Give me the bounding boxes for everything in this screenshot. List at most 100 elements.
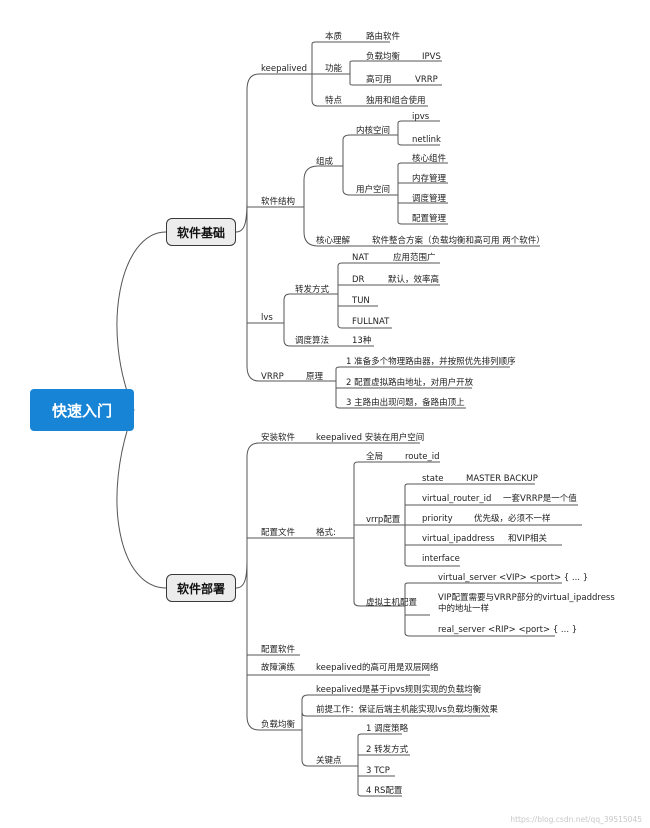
connector <box>303 165 343 207</box>
node-compose[interactable]: 组成 <box>316 157 334 167</box>
connector <box>235 442 420 589</box>
connector <box>116 409 167 589</box>
node-load-balance[interactable]: 负载均衡 <box>366 52 401 62</box>
connector <box>342 166 398 196</box>
node-interface[interactable]: interface <box>422 554 460 564</box>
node-ipvs[interactable]: ipvs <box>412 112 430 122</box>
connector <box>283 323 374 347</box>
node-vrrp-upper[interactable]: VRRP <box>415 75 438 85</box>
node-virtual-ipaddress[interactable]: virtual_ipaddress <box>422 534 495 544</box>
connector <box>349 74 442 86</box>
node-format[interactable]: 格式: <box>316 528 336 538</box>
node-lvs[interactable]: lvs <box>261 313 273 323</box>
node-fault-drill[interactable]: 故障演练 <box>261 663 296 673</box>
node-keypoint-1[interactable]: 1 调度策略 <box>366 724 409 734</box>
node-feature-value[interactable]: 独用和组合使用 <box>366 96 426 106</box>
connector <box>397 195 448 225</box>
node-keepalived[interactable]: keepalived <box>261 64 308 74</box>
connector <box>397 120 440 135</box>
node-state[interactable]: state <box>422 474 444 484</box>
node-vrrp-step-3[interactable]: 3 主路由出现问题，备路由顶上 <box>346 398 465 408</box>
node-keypoint-2[interactable]: 2 转发方式 <box>366 745 409 755</box>
connector <box>342 134 398 166</box>
node-fault-drill-value[interactable]: keepalived的高可用是双层网络 <box>316 663 439 673</box>
branch-software-basics[interactable]: 软件基础 <box>166 218 236 246</box>
node-nature-value[interactable]: 路由软件 <box>366 32 401 42</box>
node-high-availability[interactable]: 高可用 <box>366 75 392 85</box>
node-forward-mode[interactable]: 转发方式 <box>295 285 330 295</box>
node-principle[interactable]: 原理 <box>306 372 324 382</box>
connector <box>301 711 490 730</box>
node-lb-item-2[interactable]: 前提工作：保证后端主机能实现lvs负载均衡效果 <box>316 705 498 715</box>
connector <box>335 381 466 409</box>
connector <box>246 560 302 731</box>
node-nature[interactable]: 本质 <box>325 32 343 42</box>
node-nat[interactable]: NAT <box>352 253 369 263</box>
node-vrrp-config[interactable]: vrrp配置 <box>366 515 401 525</box>
connector <box>404 606 555 637</box>
connector <box>337 262 440 294</box>
node-core-value[interactable]: 软件整合方案（负载均衡和高可用 两个软件） <box>372 236 545 246</box>
connector <box>303 207 540 247</box>
node-software-structure[interactable]: 软件结构 <box>261 197 296 207</box>
node-core-component[interactable]: 核心组件 <box>412 154 447 164</box>
node-schedule-algo-value[interactable]: 13种 <box>352 336 372 346</box>
node-core-understanding[interactable]: 核心理解 <box>316 236 351 246</box>
node-schedule-algo[interactable]: 调度算法 <box>295 336 330 346</box>
node-user-space[interactable]: 用户空间 <box>356 185 391 195</box>
node-priority-value[interactable]: 优先级，必须不一样 <box>474 514 551 524</box>
connector <box>404 483 535 525</box>
node-kernel-space[interactable]: 内核空间 <box>356 126 391 136</box>
node-config-mgmt[interactable]: 配置管理 <box>412 214 447 224</box>
node-nat-value[interactable]: 应用范围广 <box>393 253 436 263</box>
branch-software-deployment[interactable]: 软件部署 <box>166 574 236 602</box>
node-vhost-config[interactable]: 虚拟主机配置 <box>366 598 418 608</box>
connector <box>235 73 312 233</box>
node-real-server[interactable]: real_server <RIP> <port> { ... } <box>438 625 578 635</box>
node-keypoint-3[interactable]: 3 TCP <box>366 766 390 776</box>
node-dr-value[interactable]: 默认，效率高 <box>388 275 440 285</box>
node-feature[interactable]: 特点 <box>325 96 343 106</box>
node-lb-item-1[interactable]: keepalived是基于ipvs规则实现的负载均衡 <box>316 685 482 695</box>
node-virtual-router-id-value[interactable]: 一套VRRP是一个值 <box>503 494 577 504</box>
connector <box>357 766 402 797</box>
node-vip-note[interactable]: VIP配置需要与VRRP部分的virtual_ipaddress中的地址一样 <box>438 593 615 614</box>
node-function[interactable]: 功能 <box>325 64 343 74</box>
node-vrrp-step-1[interactable]: 1 准备多个物理路由器，并按照优先排列顺序 <box>346 357 516 367</box>
node-route-id[interactable]: route_id <box>405 452 440 462</box>
connector <box>311 74 428 107</box>
watermark: https://blog.csdn.net/qq_39515045 <box>510 815 642 824</box>
node-priority[interactable]: priority <box>422 514 453 524</box>
node-fullnat[interactable]: FULLNAT <box>352 317 390 327</box>
node-memory-mgmt[interactable]: 内存管理 <box>412 174 447 184</box>
connector <box>301 694 472 730</box>
node-install-value[interactable]: keepalived 安装在用户空间 <box>316 433 425 443</box>
node-ipvs-upper[interactable]: IPVS <box>422 52 441 62</box>
node-virtual-ipaddress-value[interactable]: 和VIP相关 <box>508 534 547 544</box>
connector <box>404 582 562 606</box>
node-keypoint-4[interactable]: 4 RS配置 <box>366 786 403 796</box>
connector <box>337 294 392 329</box>
node-vrrp-step-2[interactable]: 2 配置虚拟路由地址，对用户开放 <box>346 378 474 388</box>
node-load-balancing[interactable]: 负载均衡 <box>261 720 296 730</box>
node-schedule-mgmt[interactable]: 调度管理 <box>412 194 447 204</box>
node-state-value[interactable]: MASTER BACKUP <box>466 474 538 484</box>
connector <box>397 162 448 195</box>
connector <box>353 538 405 607</box>
node-install-software[interactable]: 安装软件 <box>261 433 296 443</box>
node-global[interactable]: 全局 <box>366 452 384 462</box>
node-dr[interactable]: DR <box>352 275 365 285</box>
node-virtual-server[interactable]: virtual_server <VIP> <port> { ... } <box>438 573 589 583</box>
connector <box>349 60 442 74</box>
node-virtual-router-id[interactable]: virtual_router_id <box>422 494 492 504</box>
node-netlink[interactable]: netlink <box>412 135 441 145</box>
node-vrrp[interactable]: VRRP <box>261 372 284 382</box>
root-node[interactable]: 快速入门 <box>30 389 134 431</box>
node-tun[interactable]: TUN <box>352 296 370 306</box>
node-key-points[interactable]: 关键点 <box>316 756 342 766</box>
connector <box>404 525 460 567</box>
connector <box>301 730 358 767</box>
node-config-file[interactable]: 配置文件 <box>261 528 296 538</box>
node-config-software[interactable]: 配置软件 <box>261 645 296 655</box>
